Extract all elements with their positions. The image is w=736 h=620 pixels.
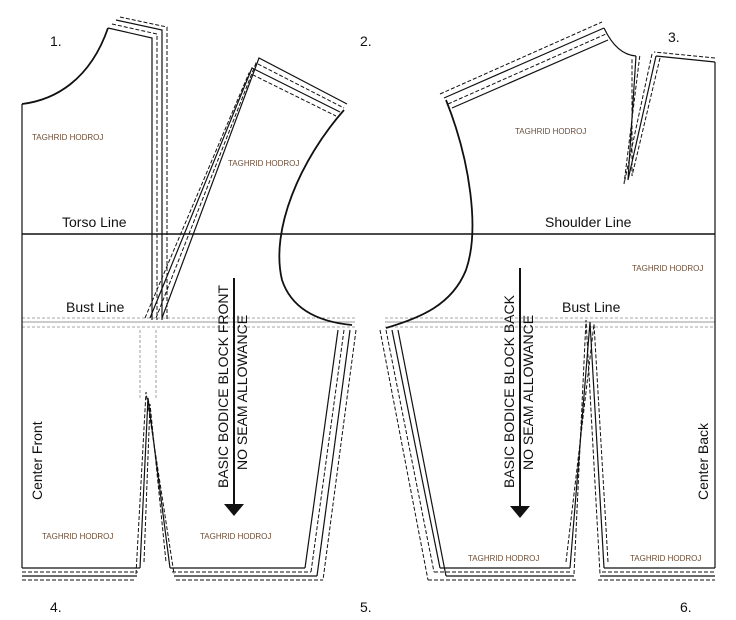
back-grainline-arrow bbox=[510, 268, 530, 518]
center-front-label: Center Front bbox=[29, 421, 45, 500]
front-block-subtitle: NO SEAM ALLOWANCE bbox=[234, 315, 250, 470]
front-block-title: BASIC BODICE BLOCK FRONT bbox=[215, 285, 231, 488]
watermark-text: TAGHRID HODROJ bbox=[632, 264, 703, 273]
watermark-text: TAGHRID HODROJ bbox=[515, 127, 586, 136]
watermark-text: TAGHRID HODROJ bbox=[42, 532, 113, 541]
corner-number-6: 6. bbox=[680, 599, 692, 615]
center-back-label: Center Back bbox=[695, 422, 711, 500]
torso-line-label: Torso Line bbox=[62, 214, 127, 230]
front-bodice-outline bbox=[21, 16, 357, 581]
corner-number-3: 3. bbox=[668, 29, 680, 45]
bust-line-front-label: Bust Line bbox=[66, 299, 125, 315]
back-bodice-outline bbox=[379, 21, 716, 581]
corner-number-1: 1. bbox=[50, 33, 62, 49]
corner-number-4: 4. bbox=[50, 599, 62, 615]
watermark-text: TAGHRID HODROJ bbox=[228, 159, 299, 168]
bust-line-back-label: Bust Line bbox=[562, 299, 621, 315]
watermark-text: TAGHRID HODROJ bbox=[630, 554, 701, 563]
watermark-text: TAGHRID HODROJ bbox=[200, 532, 271, 541]
back-block-subtitle: NO SEAM ALLOWANCE bbox=[520, 315, 536, 470]
shoulder-line-label: Shoulder Line bbox=[545, 214, 632, 230]
corner-number-5: 5. bbox=[360, 599, 372, 615]
back-block-title: BASIC BODICE BLOCK BACK bbox=[501, 294, 517, 488]
front-grainline-arrow bbox=[224, 278, 244, 516]
watermark-text: TAGHRID HODROJ bbox=[32, 133, 103, 142]
corner-number-2: 2. bbox=[360, 33, 372, 49]
bust-reference-lines bbox=[22, 317, 715, 328]
watermark-text: TAGHRID HODROJ bbox=[468, 554, 539, 563]
